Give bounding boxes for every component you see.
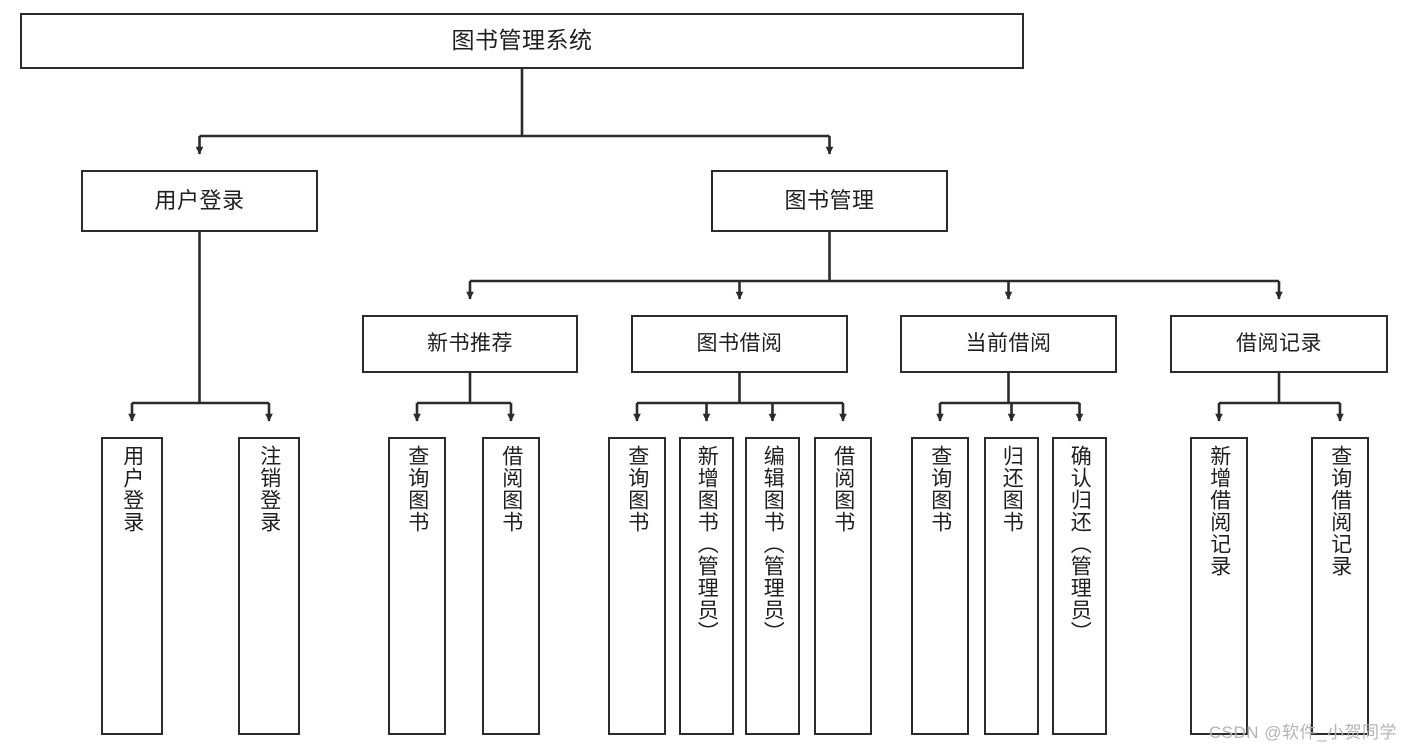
node-label: 新增图书（管理员）: [695, 445, 719, 643]
node-label: 编辑图书（管理员）: [761, 445, 785, 643]
node-leaf-user-login[interactable]: 用户登录: [101, 437, 163, 735]
watermark: CSDN @软件_小贺同学: [1208, 723, 1397, 742]
node-leaf-query-book-1[interactable]: 查询图书: [388, 437, 446, 735]
node-label: 新书推荐: [427, 331, 513, 355]
node-label: 注销登录: [257, 445, 281, 533]
node-label: 查询借阅记录: [1328, 445, 1352, 577]
node-label: 查询图书: [625, 445, 649, 533]
node-label: 图书管理: [784, 188, 875, 214]
node-leaf-edit-book[interactable]: 编辑图书（管理员）: [745, 437, 800, 735]
node-label: 归还图书: [1000, 445, 1024, 533]
node-label: 新增借阅记录: [1207, 445, 1231, 577]
node-leaf-borrow-book-2[interactable]: 借阅图书: [814, 437, 872, 735]
node-leaf-confirm-return[interactable]: 确认归还（管理员）: [1052, 437, 1107, 735]
node-leaf-user-logout[interactable]: 注销登录: [238, 437, 300, 735]
node-leaf-borrow-book-1[interactable]: 借阅图书: [482, 437, 540, 735]
node-leaf-return-book[interactable]: 归还图书: [984, 437, 1039, 735]
node-label: 借阅记录: [1236, 331, 1322, 355]
node-label: 确认归还（管理员）: [1068, 445, 1092, 643]
node-book-manage[interactable]: 图书管理: [711, 170, 948, 232]
node-leaf-query-book-2[interactable]: 查询图书: [608, 437, 666, 735]
node-label: 图书管理系统: [451, 27, 593, 54]
node-user-login[interactable]: 用户登录: [81, 170, 318, 232]
node-label: 查询图书: [928, 445, 952, 533]
node-root[interactable]: 图书管理系统: [20, 13, 1024, 69]
node-label: 用户登录: [120, 445, 144, 533]
node-leaf-query-record[interactable]: 查询借阅记录: [1311, 437, 1369, 735]
node-label: 图书借阅: [696, 331, 783, 355]
node-label: 借阅图书: [831, 445, 855, 533]
node-leaf-add-book[interactable]: 新增图书（管理员）: [679, 437, 734, 735]
node-label: 查询图书: [405, 445, 429, 533]
node-leaf-add-record[interactable]: 新增借阅记录: [1190, 437, 1248, 735]
node-label: 借阅图书: [499, 445, 523, 533]
node-new-book-recommend[interactable]: 新书推荐: [362, 315, 578, 373]
node-label: 用户登录: [154, 188, 245, 214]
node-label: 当前借阅: [965, 331, 1052, 355]
node-leaf-query-book-3[interactable]: 查询图书: [911, 437, 969, 735]
node-borrow-record[interactable]: 借阅记录: [1170, 315, 1388, 373]
node-current-borrow[interactable]: 当前借阅: [900, 315, 1117, 373]
node-book-borrow[interactable]: 图书借阅: [631, 315, 848, 373]
